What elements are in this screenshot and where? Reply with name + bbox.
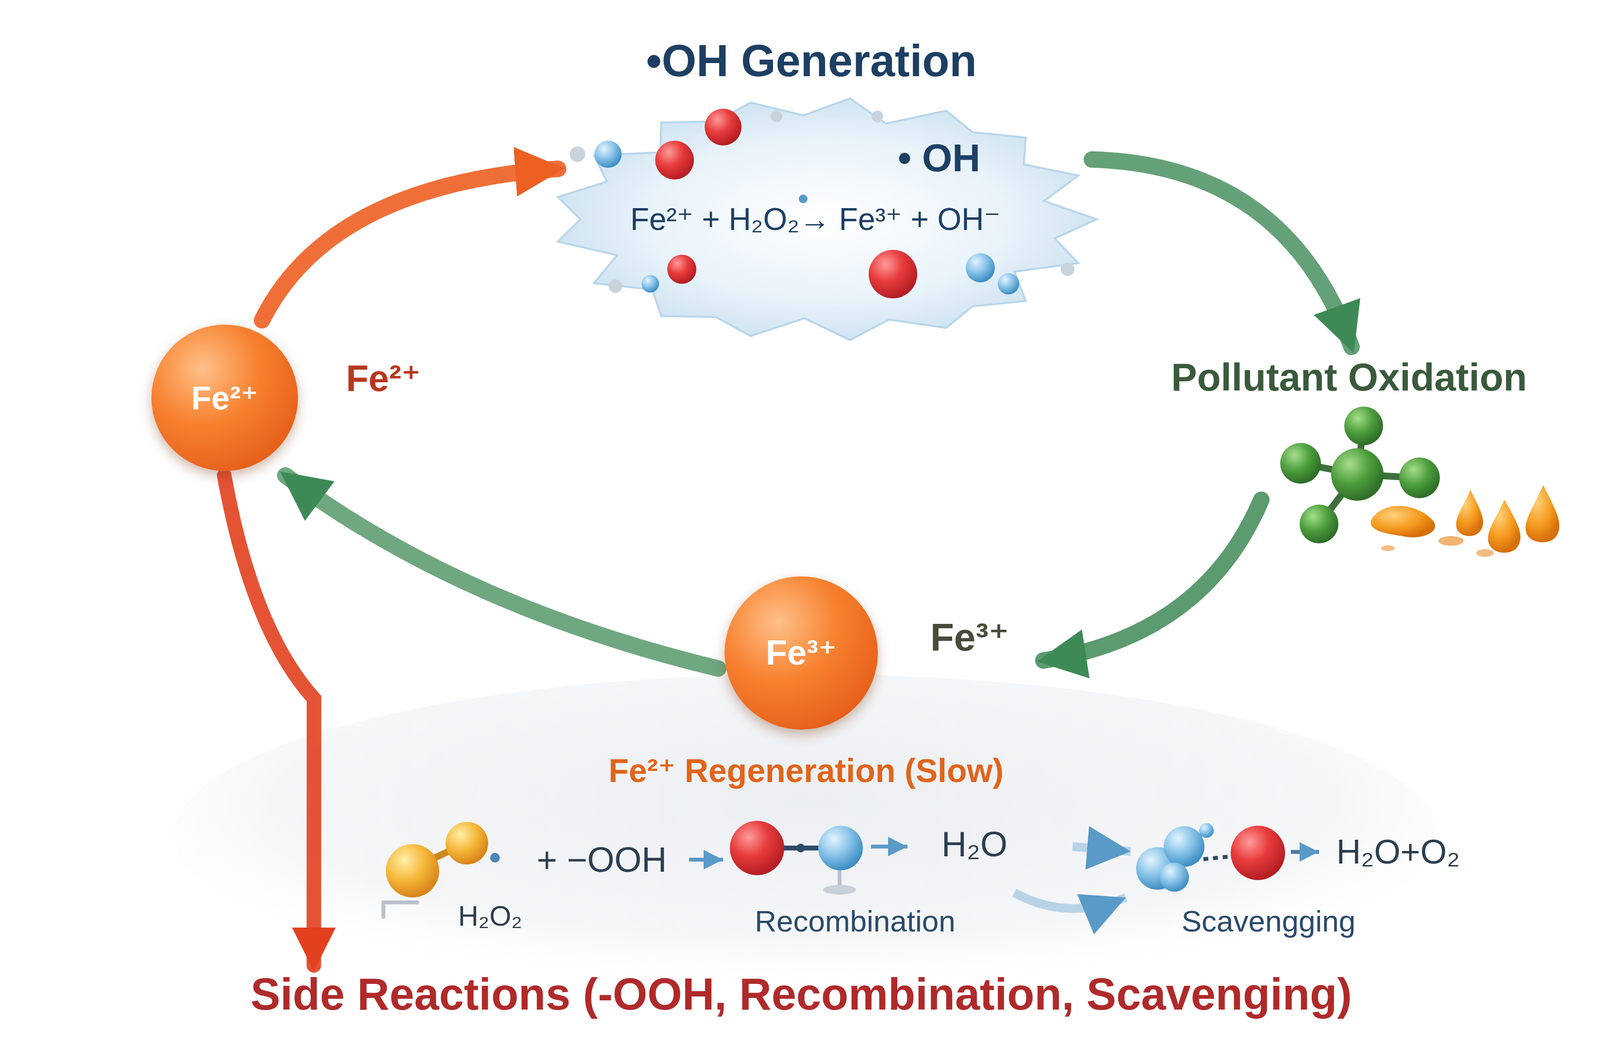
pollutant-drops-part [1456, 490, 1484, 537]
ion-symbol: Fe²⁺ [191, 379, 259, 417]
section-title: Side Reactions (-OOH, Recombination, Sca… [250, 970, 1353, 1020]
node: Fe²⁺ Fe²⁺ [145, 320, 437, 476]
stage-title: •OH Generation [645, 36, 977, 86]
h2o2-molecule-part [490, 853, 500, 863]
pollutant-molecule-part [1280, 443, 1321, 484]
pollutant-drops-part [1438, 536, 1464, 546]
splash-particles-part [868, 249, 918, 299]
species-label: H₂O₂ [458, 900, 523, 932]
cycle-arrow [262, 168, 559, 321]
splash-particles [569, 108, 1075, 299]
cycle-arrow [1043, 499, 1262, 661]
h2o2-molecule-part [445, 822, 489, 865]
ion-label: Fe³⁺ [930, 616, 1009, 660]
regeneration-note: Fe²⁺ Regeneration (Slow) [608, 752, 1004, 790]
scavenging-molecule-part [1199, 823, 1214, 839]
reaction-arrows-part [689, 857, 724, 862]
reaction-arrows-part [1014, 892, 1126, 909]
splash-particles-part [1060, 262, 1075, 277]
splash-burst [558, 98, 1098, 341]
pollutant-molecule-part [1399, 457, 1440, 499]
ion-label: Fe²⁺ [346, 358, 421, 399]
ion-symbol: Fe³⁺ [765, 633, 837, 673]
pollutant-drops-part [1476, 549, 1494, 558]
species-label: H₂O [941, 825, 1008, 864]
reaction-arrows-part [871, 844, 908, 849]
species-label: + −OOH [536, 841, 667, 880]
scavenging-molecule-part [1230, 825, 1286, 881]
node: •OH Generation • OH Fe²⁺ + H₂O₂→ Fe³⁺ + OH… [558, 29, 1092, 340]
splash-particles-part [997, 273, 1020, 295]
node: Side Reactions (-OOH, Recombination, Sca… [184, 965, 1418, 1024]
splash-particles-part [608, 279, 623, 294]
pollutant-drops-part [1525, 485, 1560, 543]
h2o2-molecule-part [383, 902, 418, 918]
reaction-arrows-part [1290, 850, 1320, 855]
recombination-molecule-part [823, 885, 857, 895]
node: Fe³⁺ Fe³⁺ [718, 572, 1044, 733]
pollutant-drops-part [1487, 499, 1521, 553]
pollutant-drops-part [1381, 545, 1395, 552]
process-label: Recombination [754, 905, 956, 939]
radical-label: • OH [897, 136, 981, 180]
pollutant-molecule-part [1331, 448, 1384, 501]
reaction-equation: Fe²⁺ + H₂O₂→ Fe³⁺ + OH⁻ [630, 202, 1001, 237]
pollutant-drops [1370, 485, 1560, 558]
recombination-molecule-part [796, 843, 806, 853]
recombination-molecule [729, 821, 863, 895]
pollutant-molecule-part [1299, 504, 1339, 544]
splash-particles-part [871, 110, 884, 123]
stage-title: Pollutant Oxidation [1171, 356, 1527, 399]
scavenging-molecule [1136, 823, 1286, 892]
h2o2-molecule-part [385, 844, 440, 898]
recombination-molecule-part [818, 825, 863, 871]
splash-particles-part [704, 108, 742, 146]
splash-particles-part [965, 253, 995, 283]
splash-particles-part [641, 275, 660, 293]
splash-particles-part [667, 254, 697, 284]
scavenging-molecule-part [1163, 826, 1205, 868]
splash-particles-part [655, 140, 694, 180]
reaction-arrows-part [1072, 846, 1131, 852]
pollutant-molecule-part [1344, 406, 1384, 446]
species-label: H₂O+O₂ [1336, 833, 1461, 872]
cycle-arrow [224, 475, 314, 966]
splash-particles-part [594, 140, 622, 168]
splash-burst-part [558, 98, 1098, 341]
scavenging-molecule-part [1159, 862, 1189, 892]
process-label: Scavengging [1181, 905, 1356, 939]
node: Pollutant Oxidation [1125, 346, 1578, 583]
splash-particles-part [569, 146, 586, 163]
recombination-molecule-part [729, 821, 785, 876]
cycle-arrow [285, 475, 719, 669]
pollutant-drops-part [1370, 506, 1436, 538]
cycle-arrow [1091, 159, 1352, 347]
pollutant-molecule [1280, 406, 1440, 544]
splash-particles-part [770, 110, 783, 123]
